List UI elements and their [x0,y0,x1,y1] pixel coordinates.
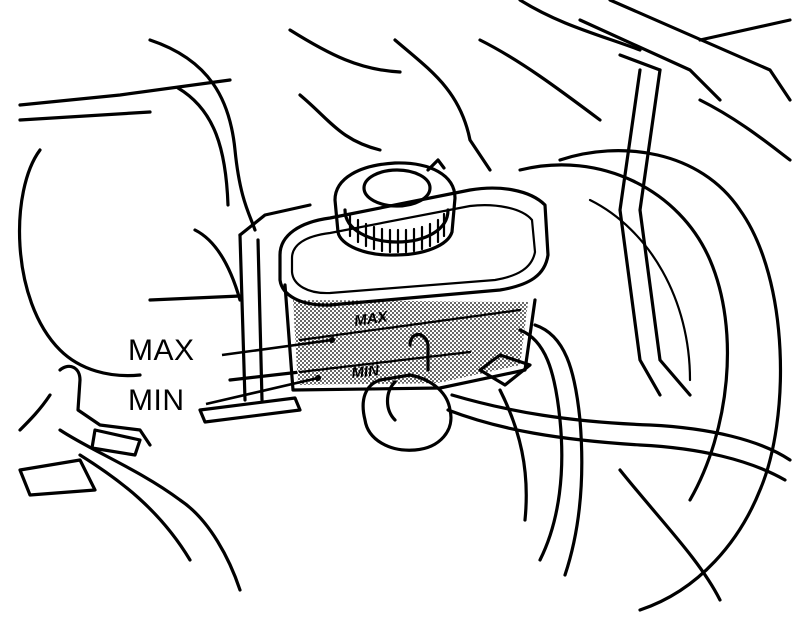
reservoir-frame [198,203,312,424]
engine-bay-background [17,0,792,378]
callout-leaders [205,337,335,406]
max-level-label: MAX [128,334,195,367]
level-sensor-connector [361,332,792,482]
brake-lines [478,323,584,577]
svg-text:MIN: MIN [351,362,381,382]
support-rod [618,53,692,397]
min-level-label: MIN [128,384,185,417]
min-leader-line [205,376,319,406]
left-bracket [18,364,242,592]
reservoir-lid [278,186,550,307]
max-leader-line [221,338,333,357]
svg-text:MAX: MAX [353,308,389,330]
filler-cap [333,158,457,257]
brake-booster [518,149,783,612]
